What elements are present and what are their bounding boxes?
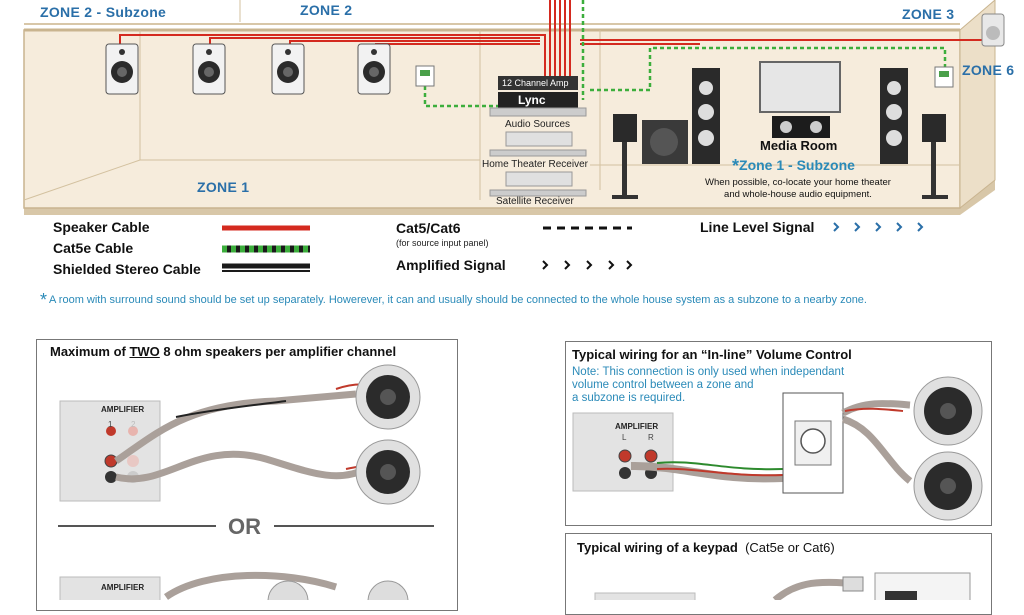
zone6-speaker	[981, 13, 1005, 47]
zone2-speaker	[192, 43, 226, 95]
or-label: OR	[228, 514, 261, 539]
legend-shielded-stereo: Shielded Stereo Cable	[53, 261, 201, 277]
speaker-cable-runs	[119, 0, 985, 82]
left-amp-ch1: 1	[108, 420, 113, 429]
left-amp-ch2: 2	[131, 420, 136, 429]
zone6-label: ZONE 6	[962, 62, 1015, 78]
inline-amp-r: R	[648, 433, 654, 442]
inline-volume-title: Typical wiring for an “In-line” Volume C…	[572, 347, 852, 362]
legend-cat5e-cable: Cat5e Cable	[53, 240, 134, 256]
zone2-speaker	[105, 43, 139, 95]
zone2-speaker	[271, 43, 305, 95]
line-level-arrows	[833, 222, 924, 232]
zone2-speaker	[357, 43, 391, 95]
inline-volume-wiring	[572, 376, 983, 521]
two-speakers-title: Maximum of TWO 8 ohm speakers per amplif…	[50, 344, 397, 359]
equipment-rack	[489, 76, 587, 197]
inline-volume-note: Note: This connection is only used when …	[572, 366, 845, 404]
surround-note: *A room with surround sound should be se…	[40, 290, 867, 310]
zone1-subzone-label: *Zone 1 - Subzone	[732, 156, 855, 176]
two-speakers-wiring	[58, 364, 434, 600]
cat5e-runs	[423, 0, 947, 108]
legend-speaker-cable: Speaker Cable	[53, 219, 150, 235]
zone2-subzone-label: ZONE 2 - Subzone	[40, 4, 167, 20]
zone3-label: ZONE 3	[902, 6, 955, 22]
inline-amp-title: AMPLIFIER	[615, 422, 659, 431]
amplified-signal-arrows	[542, 260, 633, 270]
legend-swatches	[222, 222, 924, 272]
left-amp-title: AMPLIFIER	[101, 405, 145, 414]
media-room	[612, 61, 948, 199]
zone2-label: ZONE 2	[300, 2, 353, 18]
zone1-label: ZONE 1	[197, 179, 250, 195]
media-room-label: Media Room	[760, 138, 838, 153]
keypad-title: Typical wiring of a keypad (Cat5e or Cat…	[577, 540, 835, 555]
legend-line-level-signal: Line Level Signal	[700, 219, 815, 235]
amp-brand: Lync	[518, 93, 546, 107]
asterisk-icon: *	[732, 156, 740, 176]
home-theater-receiver-label: Home Theater Receiver	[482, 159, 588, 170]
satellite-receiver-label: Satellite Receiver	[496, 196, 574, 207]
left-amp-title-2: AMPLIFIER	[101, 583, 145, 592]
legend-amplified-signal: Amplified Signal	[396, 257, 506, 273]
media-note: When possible, co-locate your home theat…	[705, 177, 891, 200]
inline-amp-l: L	[622, 433, 627, 442]
legend-cat5-cat6: Cat5/Cat6	[396, 220, 461, 236]
asterisk-icon: *	[40, 290, 48, 310]
audio-sources-label: Audio Sources	[505, 119, 571, 130]
house-diagram	[23, 0, 1005, 215]
amp-label: 12 Channel Amp	[502, 78, 569, 88]
legend-cat5-sub: (for source input panel)	[396, 238, 489, 248]
keypad-wiring	[594, 572, 971, 600]
